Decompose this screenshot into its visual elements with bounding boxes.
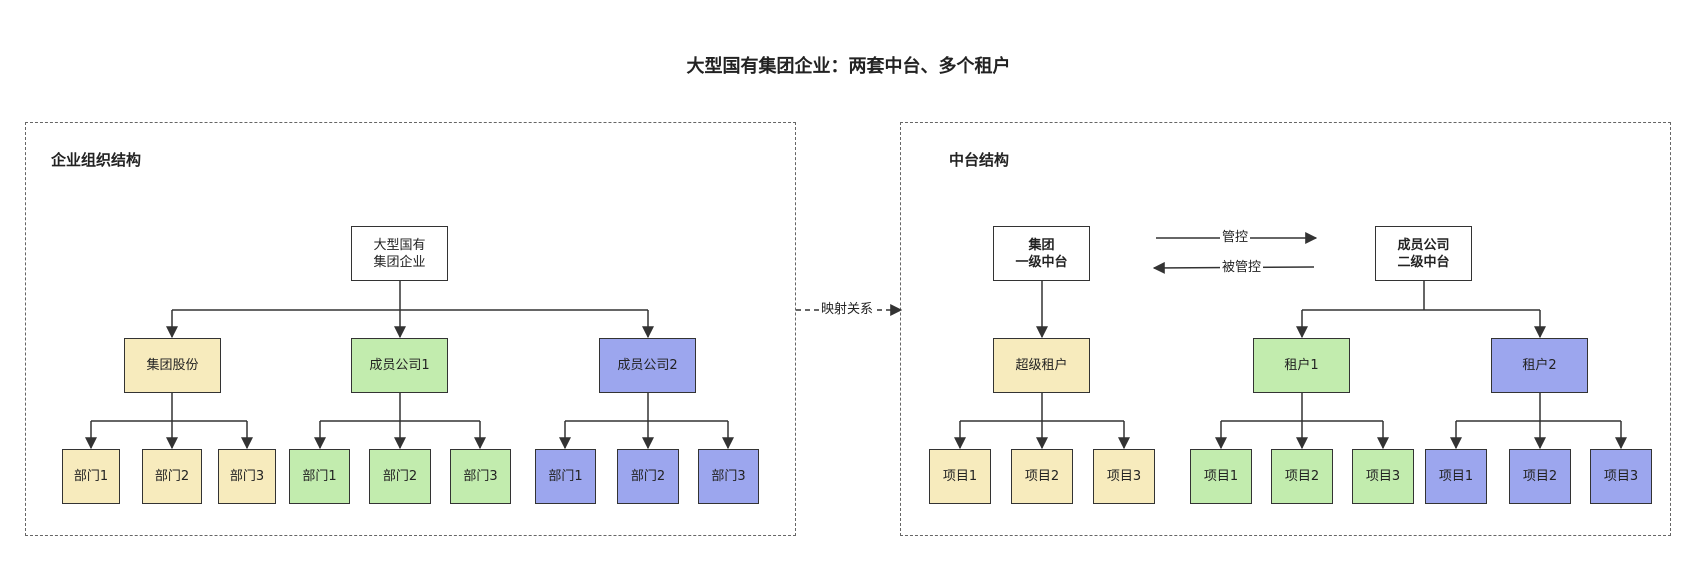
project-node: 项目3 — [1093, 449, 1155, 504]
managed-label: 被管控 — [1220, 260, 1264, 276]
tenant-node-1: 租户1 — [1253, 338, 1350, 393]
left-panel — [25, 122, 796, 536]
project-node: 项目3 — [1590, 449, 1652, 504]
mapping-label: 映射关系 — [819, 302, 876, 318]
project-node: 项目2 — [1509, 449, 1571, 504]
group-node-3: 成员公司2 — [599, 338, 696, 393]
dept-node: 部门2 — [617, 449, 679, 504]
manages-label: 管控 — [1220, 230, 1251, 246]
group-platform-node: 集团 一级中台 — [993, 226, 1090, 281]
dept-node: 部门3 — [698, 449, 759, 504]
dept-node: 部门2 — [142, 449, 202, 504]
right-panel-title: 中台结构 — [949, 151, 1010, 169]
dept-node: 部门1 — [62, 449, 120, 504]
project-node: 项目1 — [929, 449, 991, 504]
dept-node: 部门1 — [535, 449, 596, 504]
diagram-title: 大型国有集团企业：两套中台、多个租户 — [686, 56, 1011, 77]
tenant-node-super: 超级租户 — [993, 338, 1090, 393]
member-platform-node: 成员公司 二级中台 — [1375, 226, 1472, 281]
group-node-1: 集团股份 — [124, 338, 221, 393]
dept-node: 部门2 — [369, 449, 431, 504]
project-node: 项目1 — [1190, 449, 1252, 504]
right-panel — [900, 122, 1671, 536]
project-node: 项目2 — [1271, 449, 1333, 504]
project-node: 项目1 — [1425, 449, 1487, 504]
dept-node: 部门3 — [450, 449, 511, 504]
root-node: 大型国有 集团企业 — [351, 226, 448, 281]
dept-node: 部门1 — [289, 449, 350, 504]
tenant-node-2: 租户2 — [1491, 338, 1588, 393]
dept-node: 部门3 — [218, 449, 276, 504]
project-node: 项目3 — [1352, 449, 1414, 504]
project-node: 项目2 — [1011, 449, 1073, 504]
left-panel-title: 企业组织结构 — [51, 151, 142, 169]
group-node-2: 成员公司1 — [351, 338, 448, 393]
